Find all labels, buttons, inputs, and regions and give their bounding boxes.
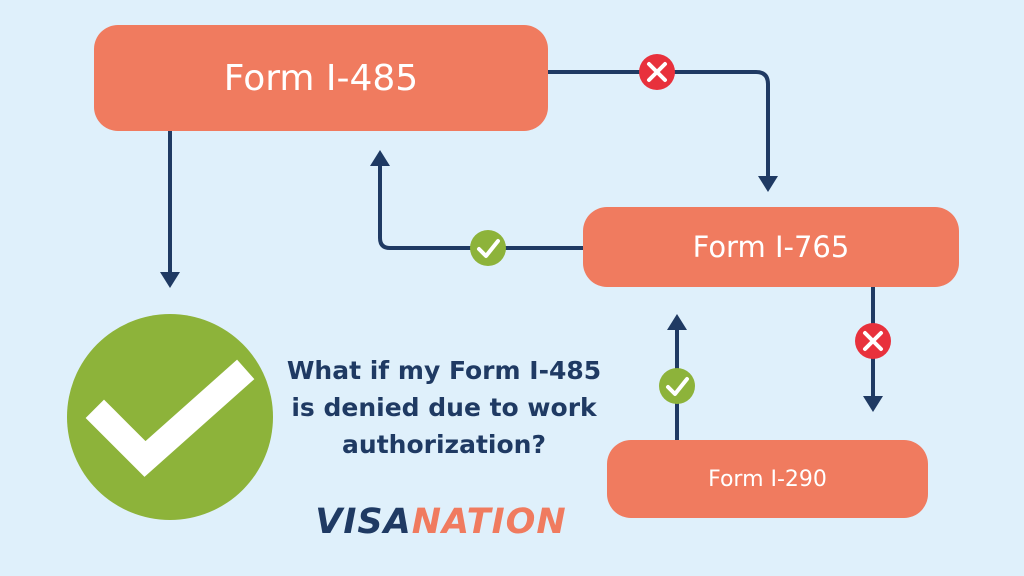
arrow-head-i290 <box>863 396 883 412</box>
x-icon <box>855 323 891 359</box>
approval-checkmark-icon <box>67 314 273 520</box>
logo-nation: NATION <box>411 502 567 542</box>
arrow-i485-to-i765 <box>548 70 770 178</box>
checkmark-icon <box>659 368 695 404</box>
logo-visa: VISA <box>315 502 412 542</box>
checkmark-icon <box>470 230 506 266</box>
question-text: What if my Form I-485 is denied due to w… <box>286 356 602 459</box>
x-icon <box>639 54 675 90</box>
form-i485-label: Form I-485 <box>223 57 419 99</box>
form-i765-label: Form I-765 <box>692 230 850 264</box>
form-i485-node: Form I-485 <box>94 25 548 131</box>
arrow-head-approval <box>160 272 180 288</box>
form-i290-node: Form I-290 <box>607 440 928 518</box>
visanation-logo: VISANATION <box>306 500 576 544</box>
arrow-i765-to-i485 <box>378 164 583 250</box>
form-i765-node: Form I-765 <box>583 207 959 287</box>
form-i290-label: Form I-290 <box>708 466 827 492</box>
arrow-head-i485 <box>370 150 390 166</box>
arrow-head-i765 <box>758 176 778 192</box>
arrow-head-up-i765 <box>667 314 687 330</box>
